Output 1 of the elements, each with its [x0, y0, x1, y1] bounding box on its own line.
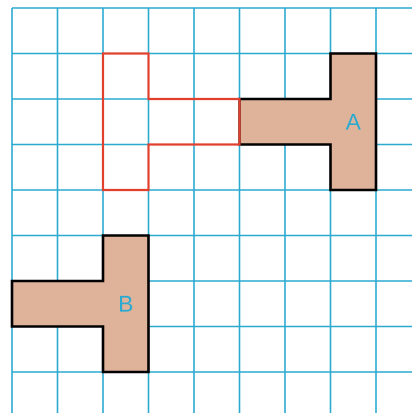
shape-outline	[102, 52, 241, 192]
